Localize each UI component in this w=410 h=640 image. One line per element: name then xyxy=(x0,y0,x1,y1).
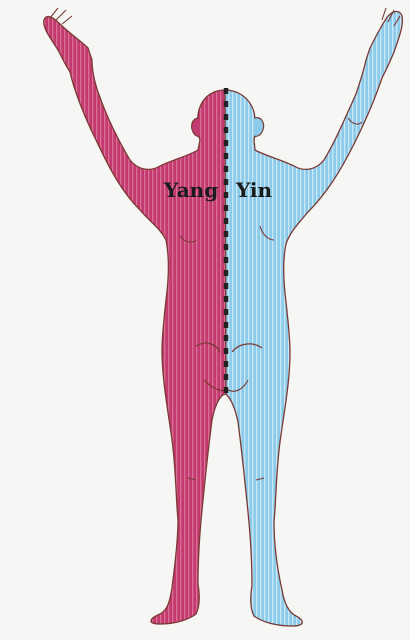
yin-label: Yin xyxy=(236,180,272,200)
right-ear xyxy=(254,118,264,137)
yin-half-body xyxy=(225,12,402,627)
yang-label: Yang xyxy=(164,180,218,200)
yang-half-body xyxy=(44,17,226,624)
left-ear xyxy=(192,118,200,136)
